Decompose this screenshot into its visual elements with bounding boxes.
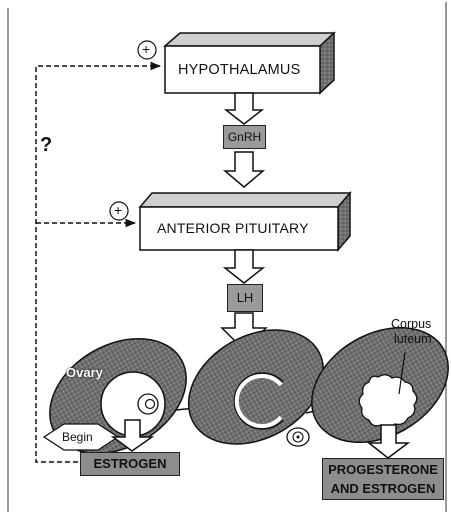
question-mark: ?: [40, 135, 52, 155]
plus-sign-hypothalamus: +: [142, 42, 150, 56]
corpus-luteum-label-line1: Corpus: [391, 318, 431, 331]
anterior-pituitary-label: ANTERIOR PITUITARY: [157, 221, 309, 235]
estrogen-label: ESTROGEN: [81, 453, 179, 475]
plus-sign-pituitary: +: [114, 203, 122, 217]
arrow-hypothalamus-to-gnrh: [226, 93, 262, 124]
gnrh-label: GnRH: [224, 126, 265, 148]
estrogen-box: ESTROGEN: [80, 452, 180, 476]
progesterone-estrogen-box: PROGESTERONE AND ESTROGEN: [322, 458, 444, 500]
corpus-luteum-label-line2: luteum: [394, 333, 432, 346]
gnrh-box: GnRH: [223, 125, 266, 149]
progesterone-label-line1: PROGESTERONE: [323, 459, 443, 480]
lh-label: LH: [228, 285, 262, 311]
arrow-pituitary-to-lh: [225, 250, 263, 283]
released-ovum: [287, 428, 309, 446]
hypothalamus-label: HYPOTHALAMUS: [178, 63, 300, 78]
arrow-gnrh-to-pituitary: [225, 152, 263, 187]
progesterone-label-line2: AND ESTROGEN: [323, 480, 443, 497]
lh-box: LH: [227, 284, 263, 312]
ovary-label: Ovary: [66, 366, 103, 379]
begin-label: Begin: [62, 431, 93, 443]
